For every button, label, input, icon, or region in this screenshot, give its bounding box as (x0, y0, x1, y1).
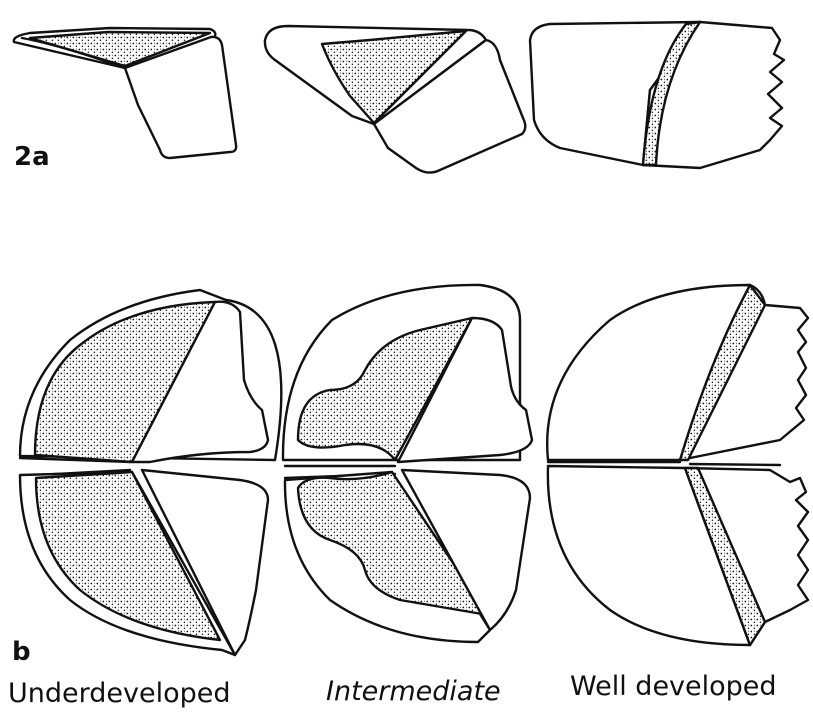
stage-label-well-developed: Well developed (570, 671, 777, 702)
panel-a-label: 2a (14, 142, 50, 172)
panel-b-label: b (12, 637, 31, 667)
stage-label-underdeveloped: Underdeveloped (8, 678, 231, 709)
row-b-underdeveloped (20, 290, 281, 655)
row-a-well-developed (530, 22, 784, 168)
row-b-intermediate (283, 285, 532, 642)
row-b-well-developed (547, 285, 808, 645)
stage-label-intermediate: Intermediate (326, 676, 501, 707)
row-a-underdeveloped (14, 28, 236, 158)
row-a-intermediate (265, 26, 525, 173)
